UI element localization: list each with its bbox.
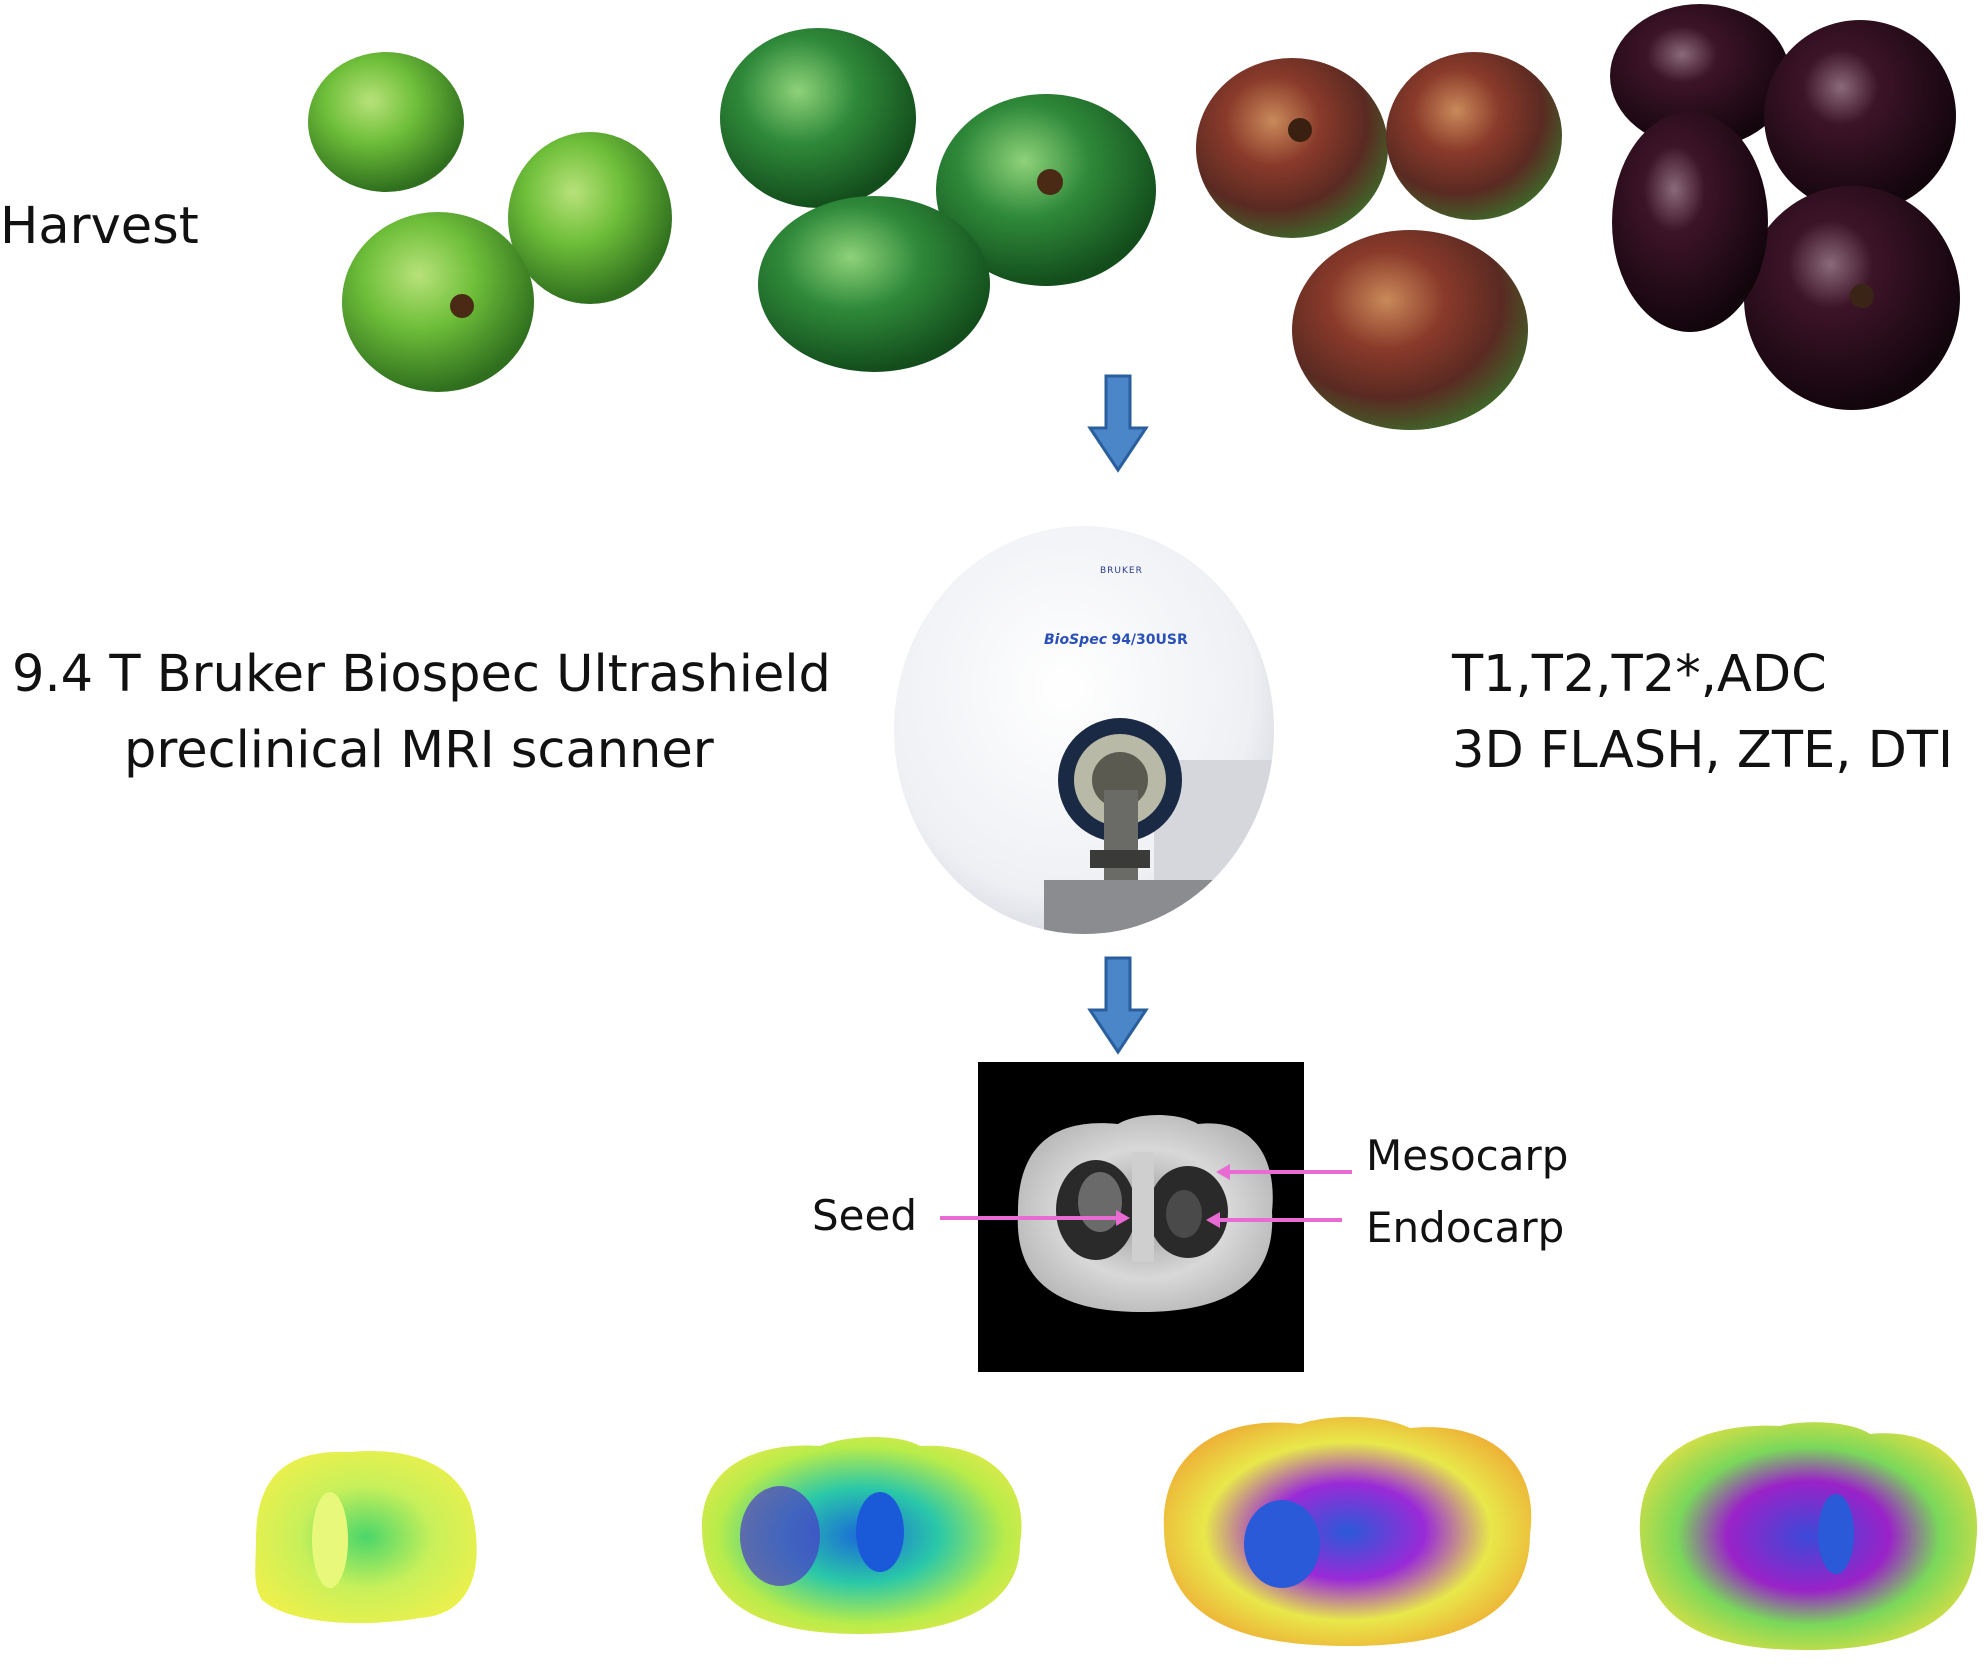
seed-label: Seed <box>812 1191 917 1240</box>
scanner-label-line1: 9.4 T Bruker Biospec Ultrashield <box>12 645 831 704</box>
mri-params-line2: 3D FLASH, ZTE, DTI <box>1452 721 1954 780</box>
fruit-photos <box>308 4 1960 430</box>
stage-1-light-green <box>308 52 672 392</box>
mri-params-line1: T1,T2,T2*,ADC <box>1452 645 1827 704</box>
heatmap-stage-3 <box>1163 1416 1532 1646</box>
endocarp-label: Endocarp <box>1366 1203 1565 1252</box>
stage-3-red-green <box>1196 52 1562 430</box>
heatmap-stage-4 <box>1639 1422 1978 1650</box>
mri-fruit-slice <box>1017 1115 1273 1312</box>
heatmap-stage-2 <box>701 1437 1022 1634</box>
stage-4-dark-purple <box>1610 4 1960 410</box>
mri-scanner-photo <box>894 526 1274 934</box>
harvest-label: Harvest <box>0 197 199 256</box>
heatmap-stage-1 <box>255 1450 477 1624</box>
seed-pointer <box>940 1210 1130 1226</box>
scanner-model-number: 94/30USR <box>1111 632 1188 648</box>
endocarp-pointer <box>1206 1212 1342 1228</box>
scanner-model-italic: BioSpec <box>1044 632 1107 648</box>
mesocarp-pointer <box>1216 1164 1352 1180</box>
stage-2-dark-green <box>720 28 1156 372</box>
mesocarp-label: Mesocarp <box>1366 1131 1569 1180</box>
down-arrow-2 <box>1087 956 1149 1055</box>
scanner-brand: BRUKER <box>1100 566 1143 576</box>
down-arrow-1 <box>1087 374 1149 473</box>
heatmap-row <box>255 1416 1978 1650</box>
scanner-label-line2: preclinical MRI scanner <box>124 721 714 780</box>
scanner-model: BioSpec 94/30USR <box>1044 632 1188 648</box>
